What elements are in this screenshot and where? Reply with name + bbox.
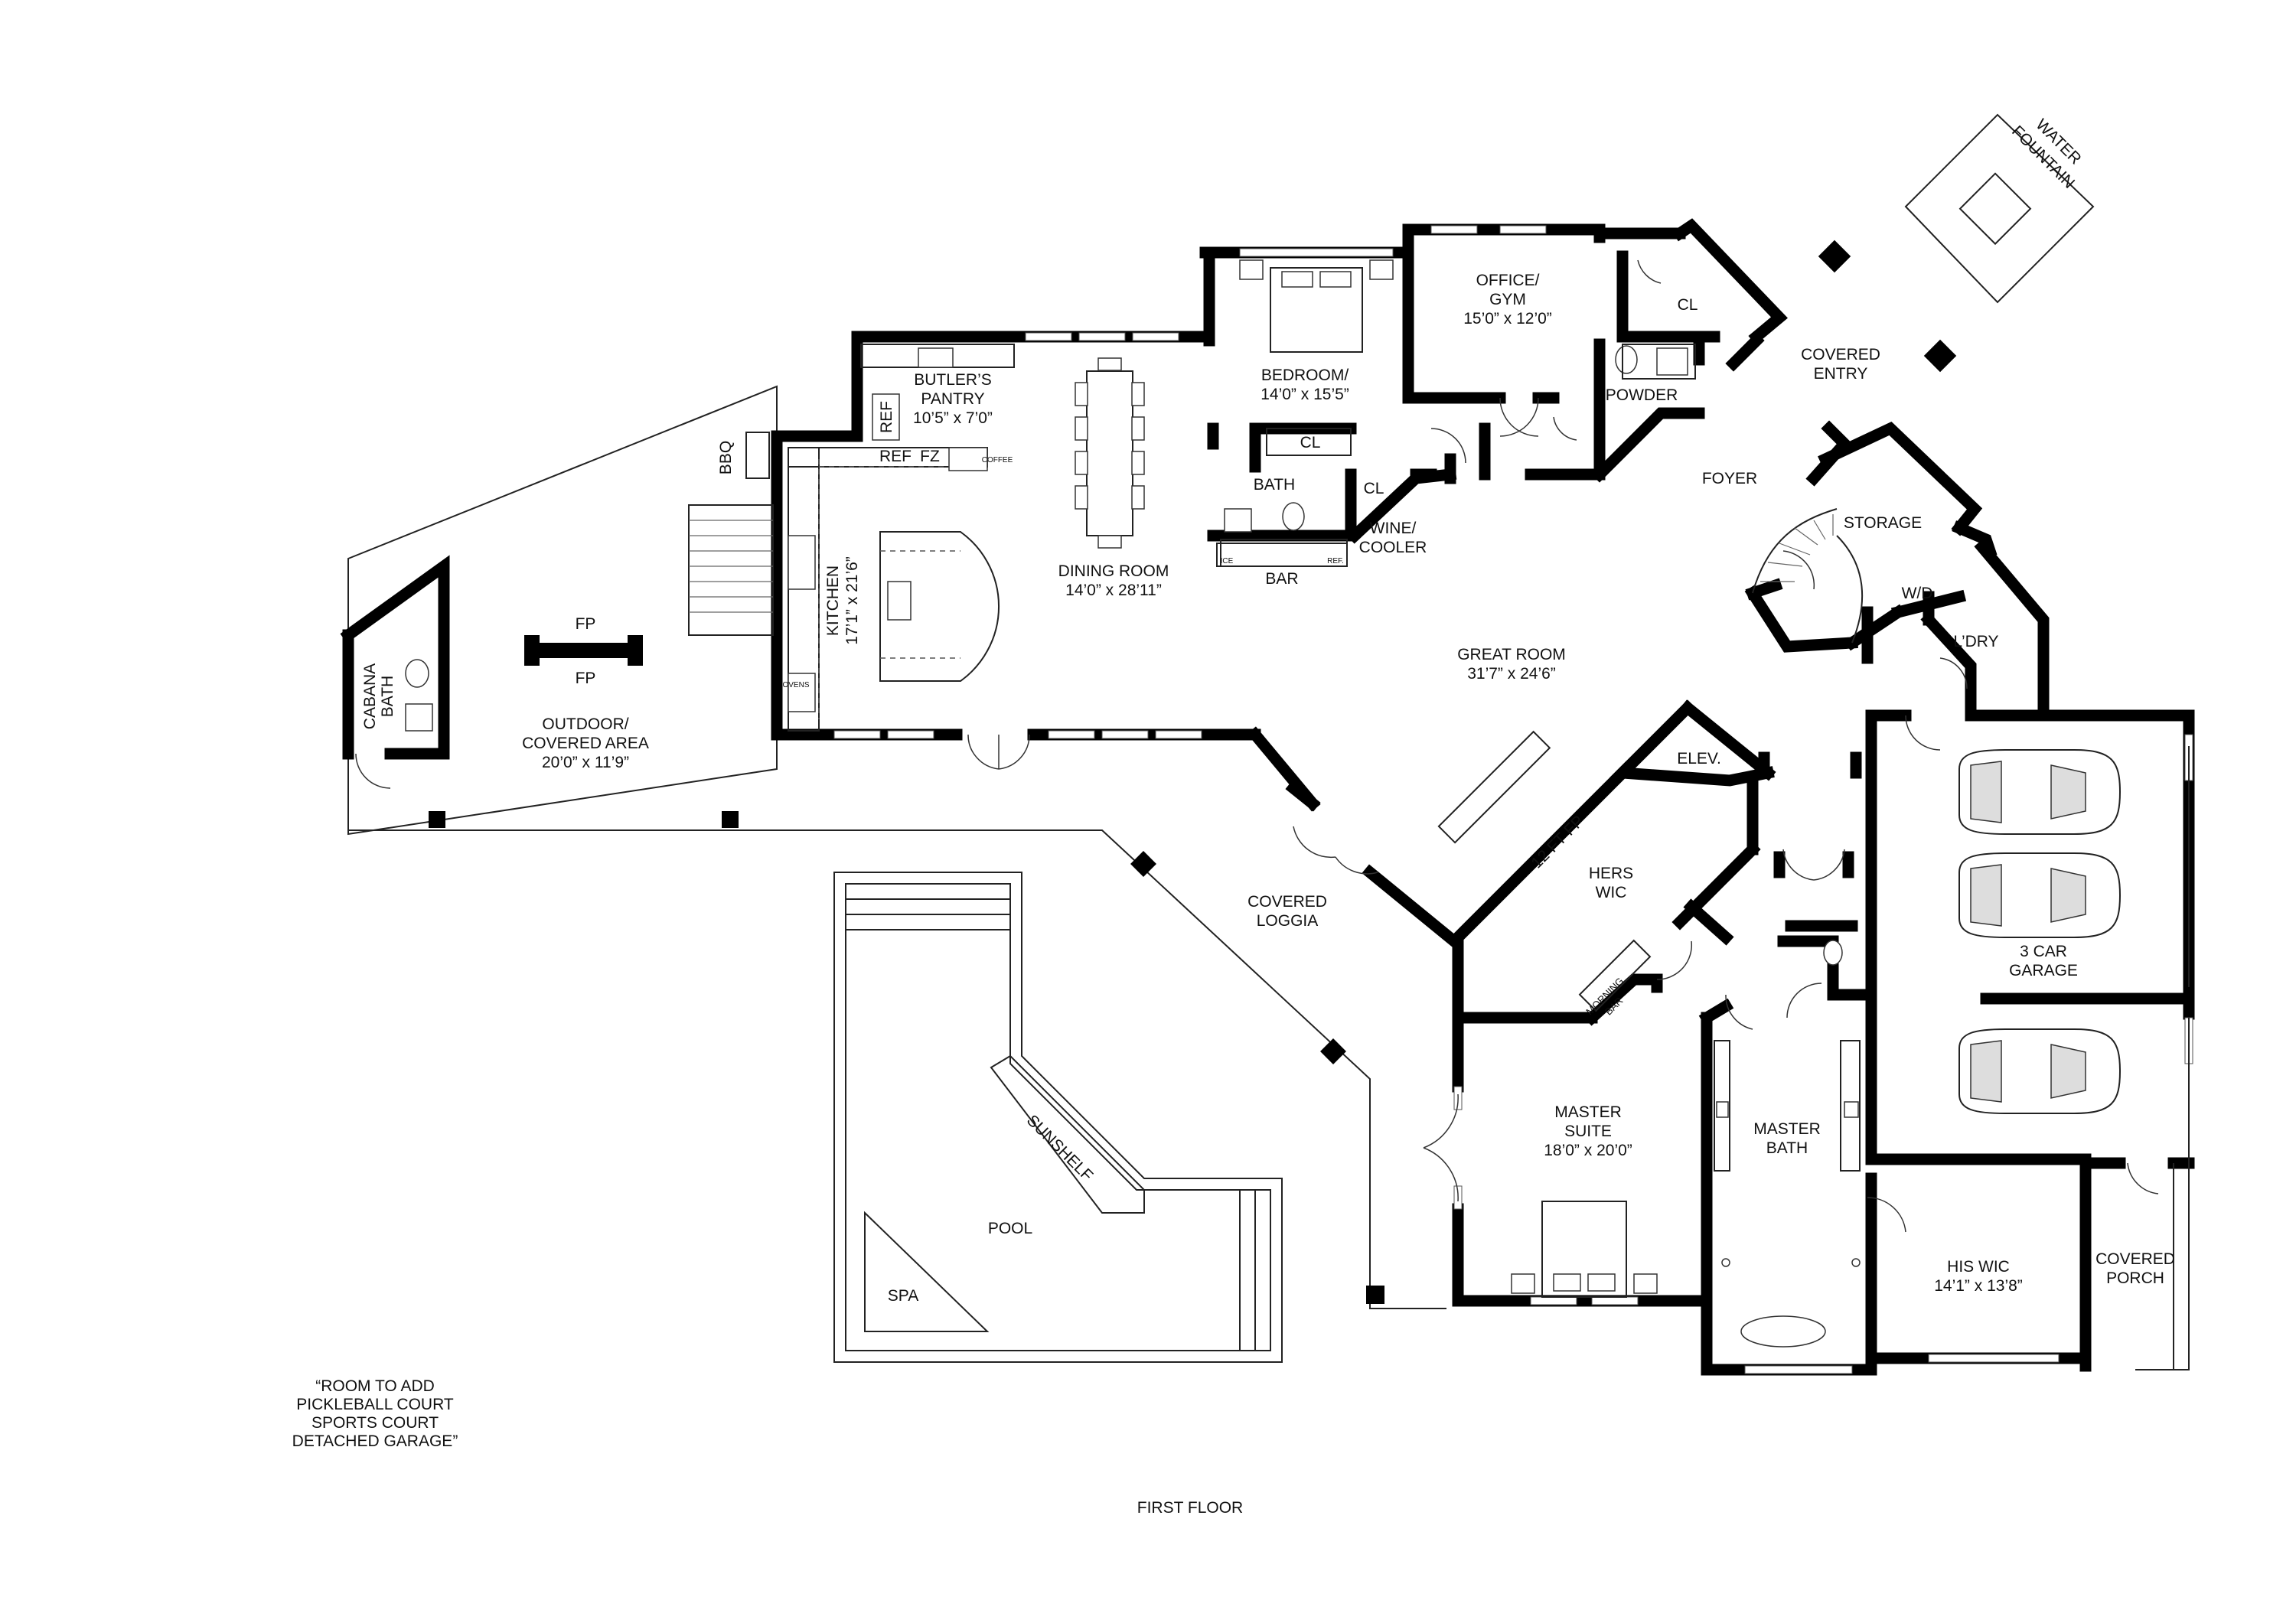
note-line-1: “ROOM TO ADD [315, 1377, 435, 1395]
master-bed [1511, 1201, 1658, 1298]
note-line-4: DETACHED GARAGE” [292, 1432, 458, 1450]
bedroom-dims: 14’0” x 15’5” [1261, 386, 1349, 403]
butlers-pantry-label: BUTLER’S [914, 371, 992, 389]
fireplace-label-bottom: FP [576, 670, 596, 687]
office-closet-label: CL [1678, 296, 1698, 314]
bbq-label: BBQ [717, 441, 735, 474]
master-suite-dims: 18’0” x 20’0” [1544, 1142, 1632, 1159]
kitchen-fixtures [788, 447, 1000, 732]
dining-table [1075, 357, 1145, 549]
stair [1752, 508, 1864, 644]
his-wic-dims: 14’1” x 13’8” [1934, 1277, 2023, 1295]
bar-label: BAR [1265, 570, 1298, 588]
pool [833, 872, 1283, 1363]
master-bath-label: MASTER [1753, 1120, 1821, 1138]
note-line-3: SPORTS COURT [311, 1414, 439, 1432]
linear-fireplace-label: 12 FT FP [1528, 812, 1587, 872]
bar-ref-label: REF. [1327, 557, 1344, 565]
outdoor-area-label: OUTDOOR/ [542, 715, 628, 733]
outdoor-fireplace [524, 635, 643, 666]
patio-outline [347, 385, 1446, 1309]
ovens-label: OVENS [782, 681, 809, 689]
hers-wic-label: HERS [1589, 865, 1633, 882]
water-fountain [1904, 113, 2095, 304]
powder-label: POWDER [1606, 386, 1678, 404]
cabana-bath-label: CABANA [361, 663, 379, 729]
outdoor-stair [688, 432, 774, 636]
covered-porch-label: COVERED [2095, 1250, 2175, 1268]
spa-outline [864, 1211, 990, 1332]
storage-label: STORAGE [1844, 514, 1922, 532]
pantry-ref-label: REF [878, 401, 895, 433]
office-label: OFFICE/ [1476, 272, 1540, 289]
master-bath-fixtures [1714, 940, 1861, 1348]
garage-car-2 [1958, 852, 2122, 938]
master-suite-label: MASTER [1554, 1103, 1622, 1121]
kitchen-label: KITCHEN [824, 565, 842, 636]
labels: WATER FOUNTAIN OFFICE/ GYM 15’0” x 12’0”… [292, 116, 2175, 1517]
morning-bar-counter [1578, 939, 1652, 1012]
covered-entry-label: COVERED [1801, 346, 1880, 363]
outdoor-area-dims: 20’0” x 11’9” [542, 754, 629, 771]
butlers-pantry-label-2: PANTRY [921, 390, 984, 408]
powder-fixtures [1615, 344, 1696, 380]
covered-entry-label-2: ENTRY [1814, 365, 1868, 383]
garage-car-1 [1958, 749, 2122, 835]
freezer-label: FZ [920, 448, 940, 465]
bedroom-fixtures [1216, 259, 1394, 567]
cabana-bath-label-2: BATH [379, 676, 396, 717]
coffee-label: COFFEE [982, 456, 1013, 464]
linear-fireplace [1437, 730, 1551, 844]
bedroom-label: BEDROOM/ [1261, 367, 1349, 384]
covered-loggia-label: COVERED [1247, 893, 1327, 911]
foyer-label: FOYER [1702, 470, 1757, 487]
bedroom-closet-label: CL [1300, 434, 1321, 451]
office-dims: 15’0” x 12’0” [1463, 310, 1552, 328]
great-room-dims: 31’7” x 24’6” [1467, 665, 1556, 683]
his-wic-label: HIS WIC [1947, 1258, 2010, 1276]
fireplace-label-top: FP [576, 615, 596, 633]
butlers-pantry-dims: 10’5” x 7’0” [913, 409, 993, 427]
garage-label-2: GARAGE [2009, 962, 2078, 979]
hers-wic-label-2: WIC [1596, 884, 1627, 901]
pool-label: POOL [988, 1220, 1032, 1237]
floor-title: FIRST FLOOR [1137, 1499, 1243, 1517]
wine-cooler-label-2: COOLER [1359, 539, 1427, 556]
covered-loggia-label-2: LOGGIA [1257, 912, 1319, 930]
dining-room-dims: 14’0” x 28’11” [1065, 582, 1162, 599]
washer-dryer-label: W/D [1902, 585, 1933, 602]
covered-porch-label-2: PORCH [2106, 1269, 2164, 1287]
note-line-2: PICKLEBALL COURT [296, 1396, 454, 1413]
butlers-pantry-fixtures [860, 344, 1015, 441]
dining-room-label: DINING ROOM [1058, 562, 1169, 580]
wine-cooler-label: WINE/ [1370, 520, 1417, 537]
bath-closet-label: CL [1364, 480, 1384, 497]
cabana-bath [340, 555, 450, 789]
kitchen-ref-label: REF [879, 448, 912, 465]
sunshelf-ledge [990, 1054, 1145, 1214]
laundry-label: L’DRY [1953, 633, 1998, 650]
spa-label: SPA [888, 1287, 918, 1305]
master-bath-label-2: BATH [1766, 1139, 1808, 1157]
bar-ice-label: ICE [1221, 557, 1234, 565]
doors [967, 259, 2159, 1233]
garage-door-lines [2135, 746, 2190, 1370]
garage-label: 3 CAR [2020, 943, 2067, 960]
kitchen-dims: 17’1” x 21’6” [843, 556, 861, 645]
office-label-2: GYM [1489, 291, 1526, 308]
bath-label: BATH [1254, 476, 1295, 494]
outdoor-area-label-2: COVERED AREA [522, 735, 649, 752]
master-suite-label-2: SUITE [1564, 1123, 1612, 1140]
elevator-label: ELEV. [1677, 750, 1721, 768]
columns [429, 240, 1957, 1304]
great-room-label: GREAT ROOM [1457, 646, 1566, 663]
garage-car-3 [1958, 1028, 2122, 1114]
sunshelf-label: SUNSHELF [1023, 1112, 1096, 1185]
